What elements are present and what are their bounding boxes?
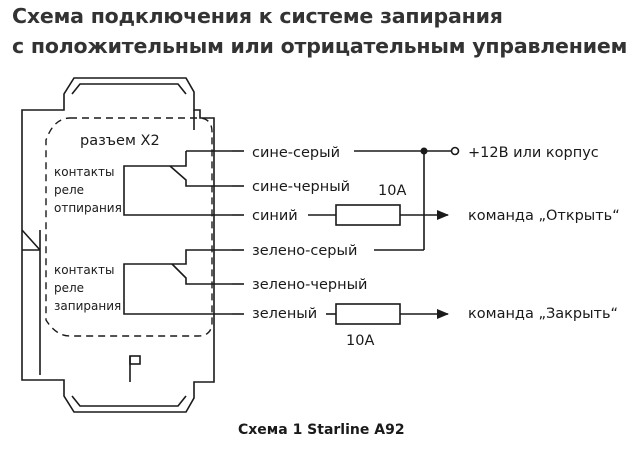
lock-relay-contacts: контакты реле запирания	[54, 249, 232, 315]
diagram-title-line-1: Схема подключения к системе запирания	[12, 4, 503, 28]
external-wiring	[308, 150, 452, 319]
power-output-label: +12В или корпус	[468, 145, 599, 161]
unlock-relay-contacts: контакты реле отпирания	[54, 150, 232, 216]
diagram-title-line-2: с положительным или отрицательным управл…	[12, 34, 628, 58]
wire-label-green-gray: зелено-серый	[252, 243, 357, 259]
close-command-label: команда „Закрыть“	[468, 306, 618, 322]
unlock-contacts-line-2: реле	[54, 183, 84, 197]
lock-contacts-line-3: запирания	[54, 299, 121, 313]
open-command-label: команда „Открыть“	[468, 208, 620, 224]
power-terminal	[450, 146, 460, 156]
wire-label-blue-black: сине-черный	[252, 179, 350, 195]
fuse-top	[335, 204, 401, 226]
connector-inner-dashed-outline	[45, 117, 213, 337]
lock-contacts-line-2: реле	[54, 281, 84, 295]
fuse-bottom-label: 10A	[346, 333, 374, 349]
wire-label-blue: синий	[252, 208, 298, 224]
junction-dot	[420, 147, 428, 155]
wire-labels: сине-серый сине-черный синий зелено-серы…	[252, 145, 367, 322]
connector-label: разъем X2	[80, 133, 160, 149]
wire-label-blue-gray: сине-серый	[252, 145, 340, 161]
fuse-bottom	[335, 303, 401, 325]
fuse-top-label: 10A	[378, 183, 406, 199]
unlock-contacts-line-3: отпирания	[54, 201, 122, 215]
wire-label-green: зеленый	[252, 306, 317, 322]
lock-contacts-line-1: контакты	[54, 263, 115, 277]
diagram-caption: Схема 1 Starline A92	[238, 422, 405, 438]
unlock-contacts-line-1: контакты	[54, 165, 115, 179]
connector-housing	[21, 77, 215, 413]
wire-label-green-black: зелено-черный	[252, 277, 367, 293]
wire-dashes	[232, 150, 244, 315]
